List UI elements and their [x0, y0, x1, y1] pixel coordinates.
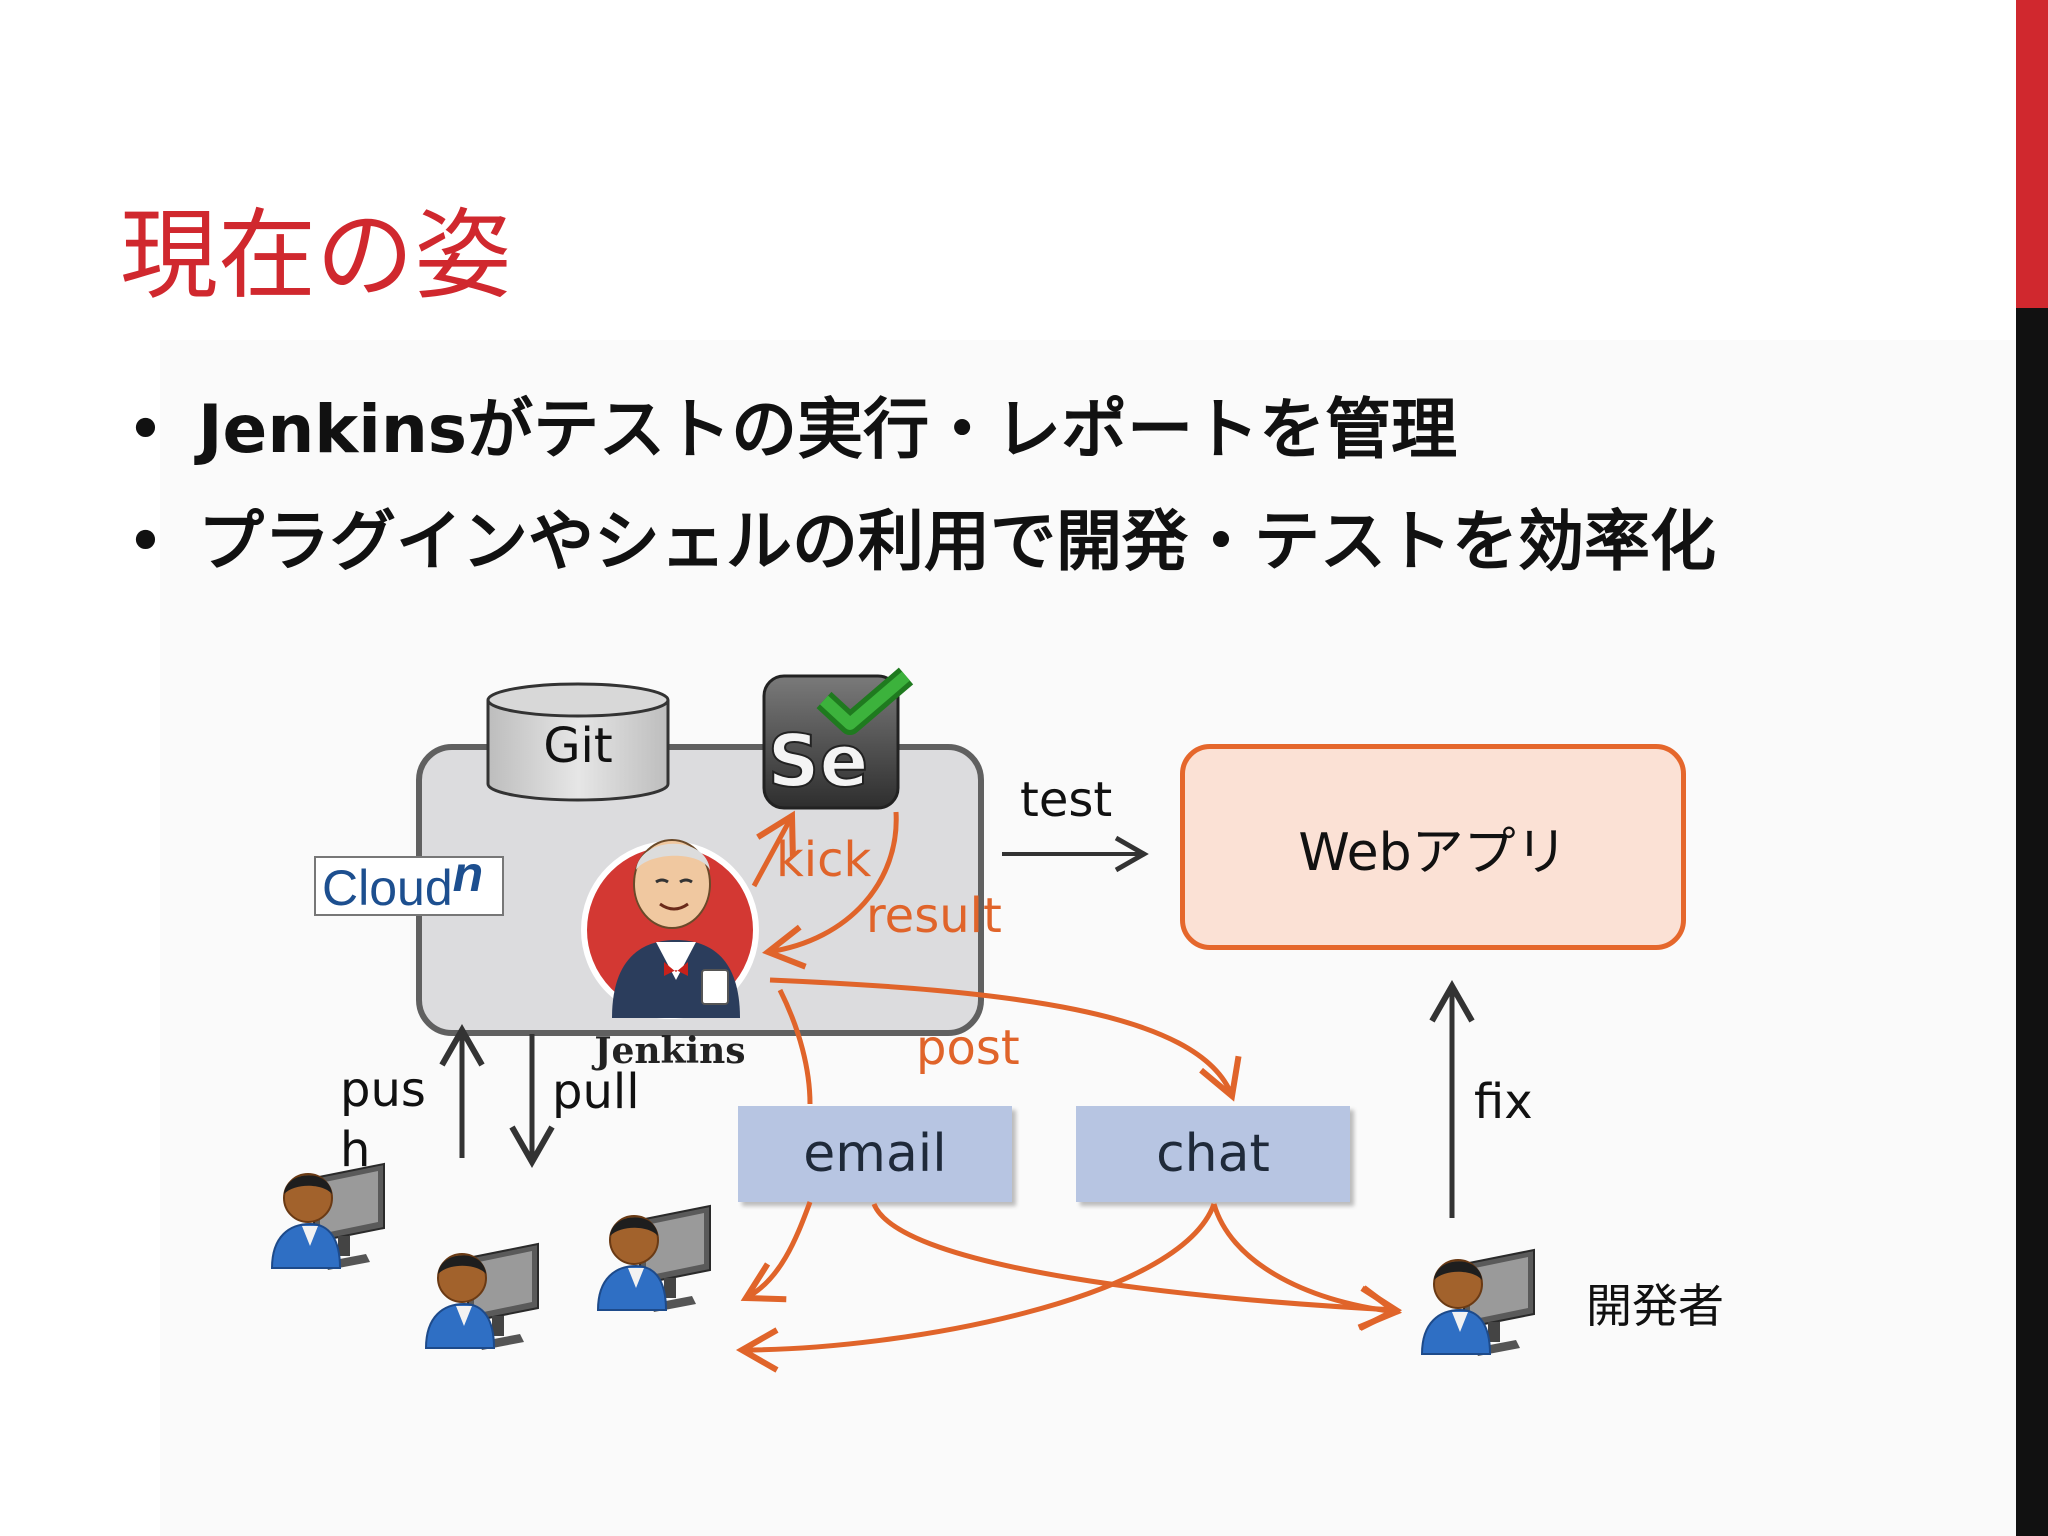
email-to-developer-arrow	[871, 1202, 1403, 1331]
developer-icon	[1421, 1249, 1535, 1357]
accent-bar-dark	[2016, 308, 2048, 1536]
post-arrow-chat	[769, 977, 1242, 1102]
webapp-label: Webアプリ	[1298, 822, 1568, 883]
developer-icon	[597, 1205, 711, 1313]
chat-box: chat	[1076, 1106, 1350, 1202]
bullet-list: • Jenkinsがテストの実行・レポートを管理 • プラグインやシェルの利用で開発…	[120, 385, 1716, 609]
result-label: result	[866, 888, 1002, 944]
test-label: test	[1020, 772, 1112, 828]
chat-label: chat	[1156, 1124, 1270, 1184]
pull-label: pull	[552, 1064, 640, 1120]
email-box: email	[738, 1106, 1012, 1202]
bullet-item: • プラグインやシェルの利用で開発・テストを効率化	[120, 497, 1716, 609]
post-label: post	[916, 1020, 1020, 1076]
bullet-item: • Jenkinsがテストの実行・レポートを管理	[120, 385, 1716, 497]
bullet-dot: •	[126, 391, 165, 468]
bullet-dot: •	[126, 503, 165, 580]
jenkins-label: Jenkins	[591, 1030, 745, 1072]
accent-bar-red	[2016, 0, 2048, 308]
push-label-line1: pus	[340, 1062, 426, 1118]
developer-icon	[425, 1243, 539, 1351]
webapp-box: Webアプリ	[1180, 744, 1686, 950]
slide-title: 現在の姿	[120, 199, 513, 313]
git-database-icon	[486, 682, 670, 802]
cloudn-logo: Cloudn	[314, 846, 504, 916]
email-label: email	[803, 1124, 947, 1184]
cloudn-logo-sup: n	[452, 846, 484, 902]
fix-label: fix	[1474, 1074, 1533, 1130]
result-arrow	[762, 811, 899, 970]
kick-label: kick	[776, 832, 872, 888]
selenium-logo-icon	[762, 667, 914, 810]
developer-label: 開発者	[1586, 1279, 1724, 1333]
email-to-team-arrow	[740, 1201, 813, 1303]
bullet-text: プラグインやシェルの利用で開発・テストを効率化	[198, 503, 1716, 580]
chat-to-developer-arrow	[1211, 1203, 1402, 1331]
cloudn-logo-text: Cloud	[322, 860, 453, 916]
selenium-logo-text: Se	[768, 719, 869, 803]
jenkins-butler-icon	[581, 839, 759, 1019]
post-arrow-email	[777, 988, 813, 1105]
bullet-text: Jenkinsがテストの実行・レポートを管理	[198, 391, 1458, 468]
kick-arrow	[751, 810, 796, 888]
chat-to-team-arrow	[735, 1203, 1217, 1373]
developer-icon	[271, 1163, 385, 1271]
git-label: Git	[543, 718, 612, 774]
